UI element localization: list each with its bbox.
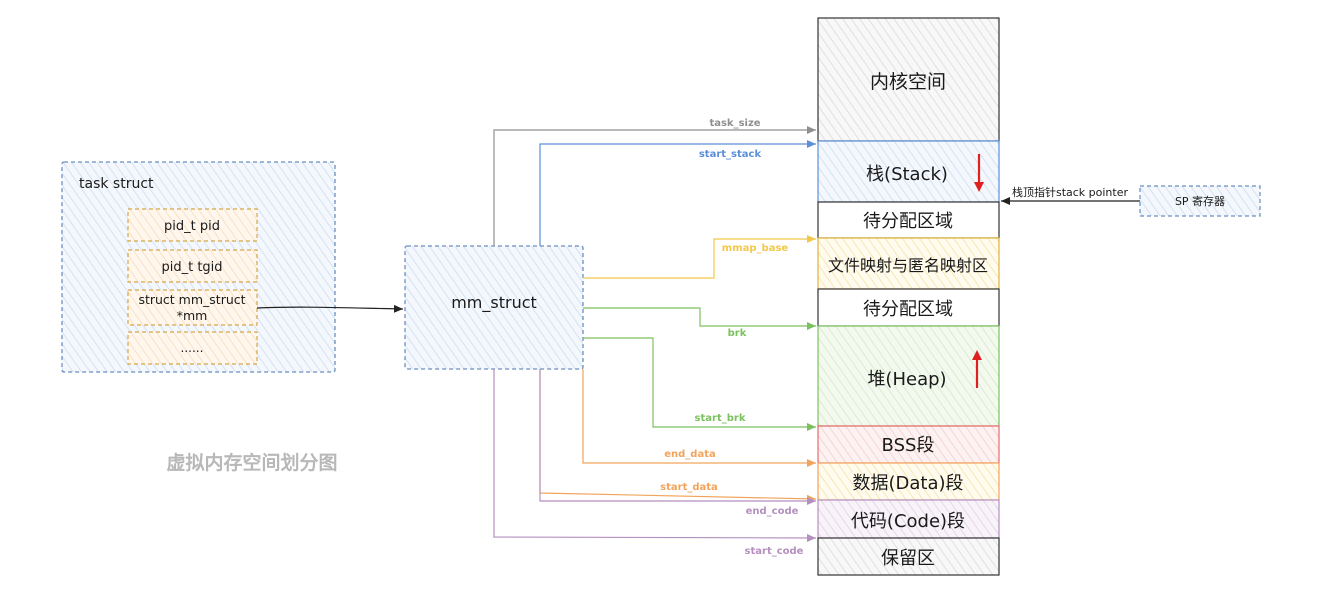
label-end-data: end_data — [664, 449, 716, 460]
segment-kernel-label: 内核空间 — [870, 71, 946, 93]
segment-data-label: 数据(Data)段 — [852, 473, 963, 494]
sp-register-group: SP 寄存器 栈顶指针stack pointer — [1001, 185, 1261, 217]
segment-data — [817, 462, 1000, 501]
label-mmap-base: mmap_base — [722, 243, 789, 254]
segment-stack-label: 栈(Stack) — [866, 164, 948, 185]
mm-struct-label: mm_struct — [451, 293, 537, 313]
diagram-caption: 虚拟内存空间划分图 — [166, 451, 337, 474]
label-start-stack: start_stack — [699, 149, 762, 160]
segment-code — [817, 499, 1000, 539]
segment-unallocated-mid — [817, 288, 1000, 327]
label-brk: brk — [728, 328, 747, 339]
field-more: ...... — [181, 341, 204, 355]
label-start-data: start_data — [660, 482, 718, 493]
segment-heap-label: 堆(Heap) — [867, 369, 946, 390]
segment-unallocated-top-label: 待分配区域 — [863, 211, 953, 232]
mm-pointer-arrow — [256, 304, 404, 313]
pointer-connectors: task_size start_stack mmap_base brk star… — [493, 118, 817, 557]
segment-bss — [817, 425, 1000, 464]
segment-stack — [817, 140, 1000, 203]
field-mm-line1: struct mm_struct — [138, 292, 245, 307]
stack-pointer-label: 栈顶指针stack pointer — [1012, 185, 1129, 199]
field-pid-box — [127, 208, 258, 242]
label-start-code: start_code — [745, 546, 804, 557]
segment-reserved-label: 保留区 — [881, 548, 935, 569]
label-end-code: end_code — [746, 506, 799, 517]
sp-register-label: SP 寄存器 — [1175, 194, 1225, 208]
segment-mmap — [817, 237, 1000, 290]
field-tgid: pid_t tgid — [161, 260, 222, 275]
label-task-size: task_size — [709, 118, 760, 129]
segment-unallocated-mid-label: 待分配区域 — [863, 299, 953, 320]
segment-kernel — [817, 17, 1000, 142]
segment-code-label: 代码(Code)段 — [851, 511, 965, 532]
field-tgid-box — [127, 249, 258, 283]
label-start-brk: start_brk — [695, 413, 746, 424]
memory-layout: 内核空间 栈(Stack) 待分配区域 文件映射与匿名映射区 待分配区域 堆(H… — [817, 17, 1000, 576]
segment-heap — [817, 325, 1000, 427]
field-mm-line2: *mm — [177, 308, 208, 323]
field-more-box — [127, 331, 258, 365]
segment-mmap-label: 文件映射与匿名映射区 — [828, 256, 988, 275]
segment-reserved — [817, 537, 1000, 576]
field-pid: pid_t pid — [164, 219, 220, 234]
mm-struct-box: mm_struct — [404, 245, 584, 370]
task-struct-box: task struct pid_t pid pid_t tgid struct … — [61, 161, 336, 373]
field-mm-box — [127, 289, 258, 326]
task-struct-title: task struct — [79, 176, 154, 192]
segment-bss-label: BSS段 — [882, 435, 935, 456]
sp-register-box — [1139, 185, 1261, 217]
